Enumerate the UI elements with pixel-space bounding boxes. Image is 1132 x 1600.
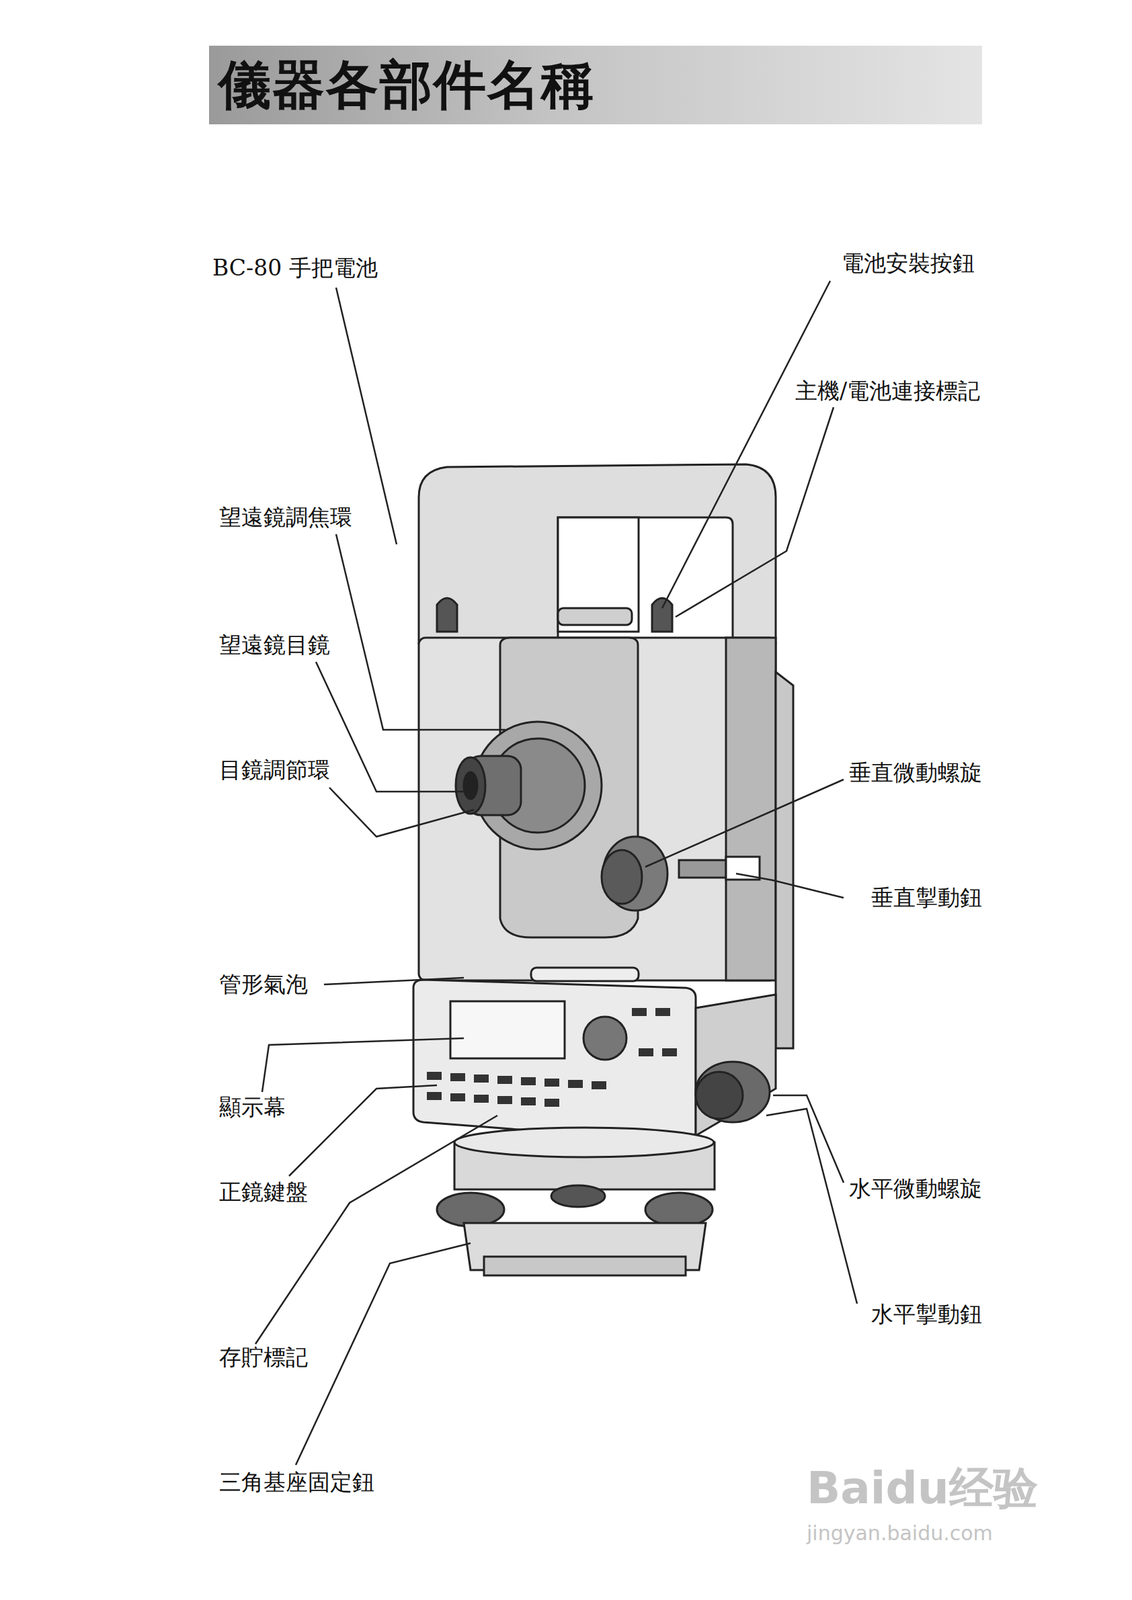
part-label: 水平掣動鈕 [871,1301,983,1329]
part-label: 電池安裝按鈕 [841,250,975,277]
part-label: 正鏡鍵盤 [219,1179,308,1206]
part-label: 主機/電池連接標記 [795,377,981,405]
part-label: 望遠鏡調焦環 [219,504,353,532]
part-label: BC-80 手把電池 [212,254,378,282]
part-label: 水平微動螺旋 [849,1175,983,1203]
part-label: 顯示幕 [219,1094,286,1122]
page-title: 儀器各部件名稱 [218,53,595,117]
part-label: 管形氣泡 [219,971,308,999]
part-label: 望遠鏡目鏡 [219,631,331,659]
watermark: Baidu经验 [806,1462,1038,1516]
part-label: 目鏡調節環 [219,756,331,784]
part-label: 存貯標記 [219,1344,308,1372]
part-label: 垂直掣動鈕 [871,884,983,912]
part-label: 垂直微動螺旋 [849,759,983,787]
part-label: 三角基座固定鈕 [219,1469,375,1497]
watermark: jingyan.baidu.com [806,1521,993,1547]
